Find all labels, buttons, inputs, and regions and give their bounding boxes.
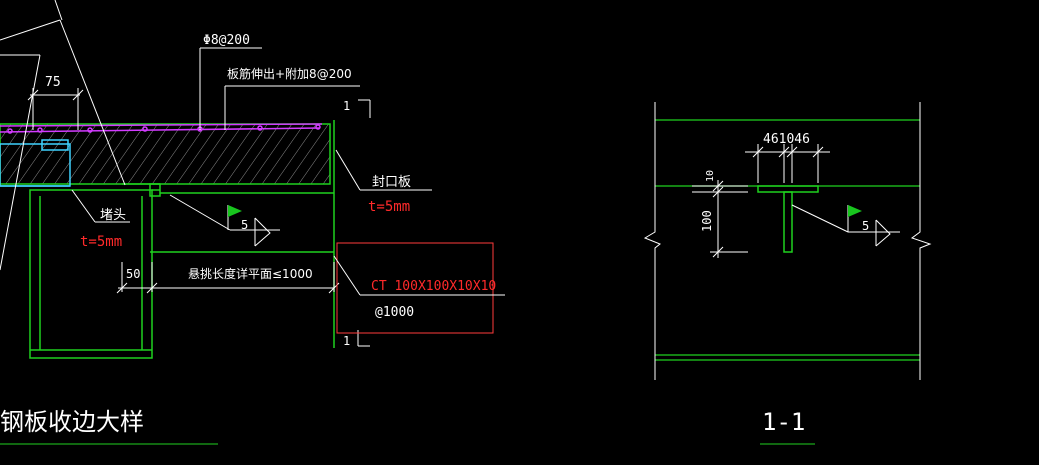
sealing-plate-thickness: t=5mm xyxy=(368,199,410,215)
section-cut-marker-bottom-icon xyxy=(357,330,370,347)
sealing-plate xyxy=(150,120,335,348)
end-plate-label: 堵头 xyxy=(100,208,126,223)
right-detail: 461046 10 100 5 1-1 xyxy=(643,102,932,445)
rebar-leader xyxy=(199,47,360,130)
ct-spacing-label: @1000 xyxy=(375,305,414,320)
ct-section-box xyxy=(336,242,494,334)
dim-75-label: 75 xyxy=(45,75,61,90)
dimension-top xyxy=(745,144,830,183)
weld-symbol-left xyxy=(169,194,280,247)
ct-leader xyxy=(333,255,505,296)
dim-50-label: 50 xyxy=(126,267,140,281)
ct-section-label: CT 100X100X10X10 xyxy=(371,279,496,294)
dim-small-label: 10 xyxy=(705,170,716,182)
rebar-extension-label: 板筋伸出+附加8@200 xyxy=(227,66,352,81)
dim-top-label: 461046 xyxy=(763,132,810,147)
ct-t-section xyxy=(757,185,819,253)
weld-size-right: 5 xyxy=(862,219,869,233)
section-cut-marker-icon xyxy=(358,99,371,118)
section-marker-bottom: 1 xyxy=(343,334,350,348)
section-marker-top: 1 xyxy=(343,99,350,113)
cantilever-length-label: 悬挑长度详平面≤1000 xyxy=(188,266,313,281)
break-line-icon xyxy=(643,102,932,380)
dimension-75 xyxy=(27,88,84,130)
support-beam-outline xyxy=(29,183,161,359)
section-title: 1-1 xyxy=(762,408,805,436)
sealing-plate-leader xyxy=(335,149,432,191)
end-plate-leader xyxy=(71,189,130,223)
rebar-spacing-label: Φ8@200 xyxy=(203,33,250,48)
weld-flag-icon-right xyxy=(848,205,862,217)
weld-flag-icon xyxy=(228,205,242,217)
weld-symbol-right xyxy=(791,204,900,247)
detail-title: 钢板收边大样 xyxy=(0,408,144,436)
end-plate-thickness: t=5mm xyxy=(80,234,122,250)
left-detail: 75 Φ8@200 板筋伸出+附加8@200 1 1 封口板 t=5mm xyxy=(0,0,505,445)
weld-size-left: 5 xyxy=(241,218,248,232)
sealing-plate-label: 封口板 xyxy=(372,175,411,190)
concrete-slab-hatch xyxy=(0,123,331,185)
dimension-left xyxy=(692,180,748,258)
slab-rebar-dots xyxy=(0,123,323,134)
dim-100-label: 100 xyxy=(700,210,714,232)
steel-beam-left xyxy=(0,139,71,187)
slab-outline-green xyxy=(0,123,331,185)
